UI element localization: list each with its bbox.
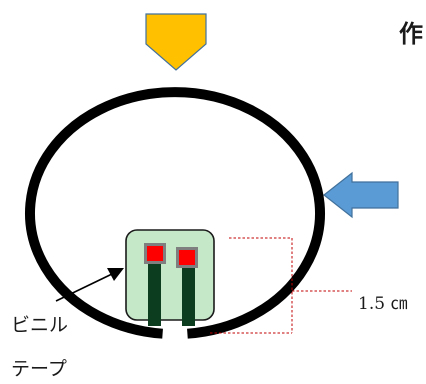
sensor-lead-right (182, 266, 195, 326)
pointer-line (55, 273, 113, 302)
down-arrow-icon (145, 13, 207, 71)
sensor-lead-left (148, 262, 161, 326)
pointer-arrowhead-icon (107, 268, 124, 281)
left-arrow-icon (323, 171, 399, 219)
sensor-board (125, 229, 215, 321)
sensor-card (125, 229, 215, 326)
vinyl-tape-label-line1: ビニル (11, 314, 69, 336)
sensor-chip-left (147, 246, 163, 261)
sensor-chip-right (179, 250, 195, 265)
vinyl-tape-label-line2: テープ (11, 358, 67, 380)
title-fragment: 作 (399, 19, 423, 48)
measurement-label: 1.5 ㎝ (358, 294, 408, 314)
split-ring (25, 87, 325, 339)
dimension-bracket (210, 237, 352, 334)
